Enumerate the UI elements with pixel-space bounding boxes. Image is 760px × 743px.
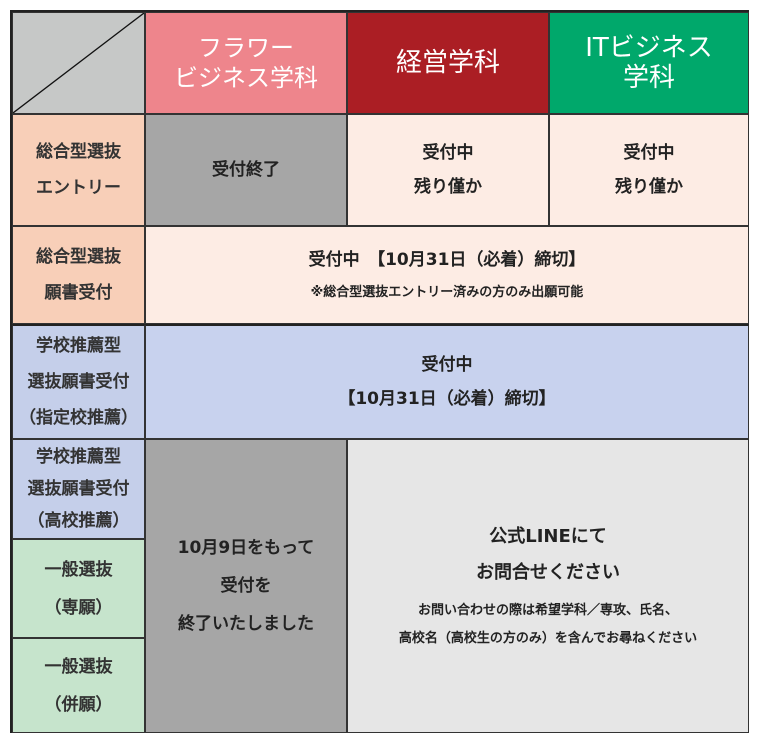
row-header-application: 総合型選抜 願書受付 [12, 226, 145, 324]
entry-it-status: 受付中 残り僅か [549, 114, 749, 226]
row-header-general-single: 一般選抜 （専願） [12, 539, 145, 638]
row-header-designated-recommendation: 学校推薦型 選抜願書受付 （指定校推薦） [12, 324, 145, 439]
header-flower-business: フラワー ビジネス学科 [145, 12, 347, 114]
row-header-school-recommendation: 学校推薦型 選抜願書受付 （高校推薦） [12, 439, 145, 539]
line-contact-title: 公式LINEにて お問合せください [476, 526, 620, 583]
application-note: ※総合型選抜エントリー済みの方のみ出願可能 [310, 285, 584, 300]
row-header-entry: 総合型選抜 エントリー [12, 114, 145, 226]
flower-closed-notice: 10月9日をもって 受付を 終了いたしました [145, 439, 347, 733]
line-contact-cell: 公式LINEにて お問合せください お問い合わせの際は希望学科／専攻、氏名、 高… [347, 439, 749, 733]
diagonal-line [13, 13, 144, 113]
admission-status-table: フラワー ビジネス学科 経営学科 ITビジネス 学科 総合型選抜 エントリー 受… [10, 10, 749, 733]
application-status-cell: 受付中 【10月31日（必着）締切】 ※総合型選抜エントリー済みの方のみ出願可能 [145, 226, 749, 324]
corner-cell [12, 12, 145, 114]
application-status: 受付中 【10月31日（必着）締切】 [308, 250, 586, 270]
row-header-general-multiple: 一般選抜 （併願） [12, 638, 145, 733]
header-management: 経営学科 [347, 12, 549, 114]
entry-management-status: 受付中 残り僅か [347, 114, 549, 226]
header-it-business: ITビジネス 学科 [549, 12, 749, 114]
line-contact-note: お問い合わせの際は希望学科／専攻、氏名、 高校名（高校生の方のみ）を含んでお尋ね… [398, 603, 698, 646]
designated-status: 受付中 【10月31日（必着）締切】 [145, 324, 749, 439]
entry-flower-status: 受付終了 [145, 114, 347, 226]
